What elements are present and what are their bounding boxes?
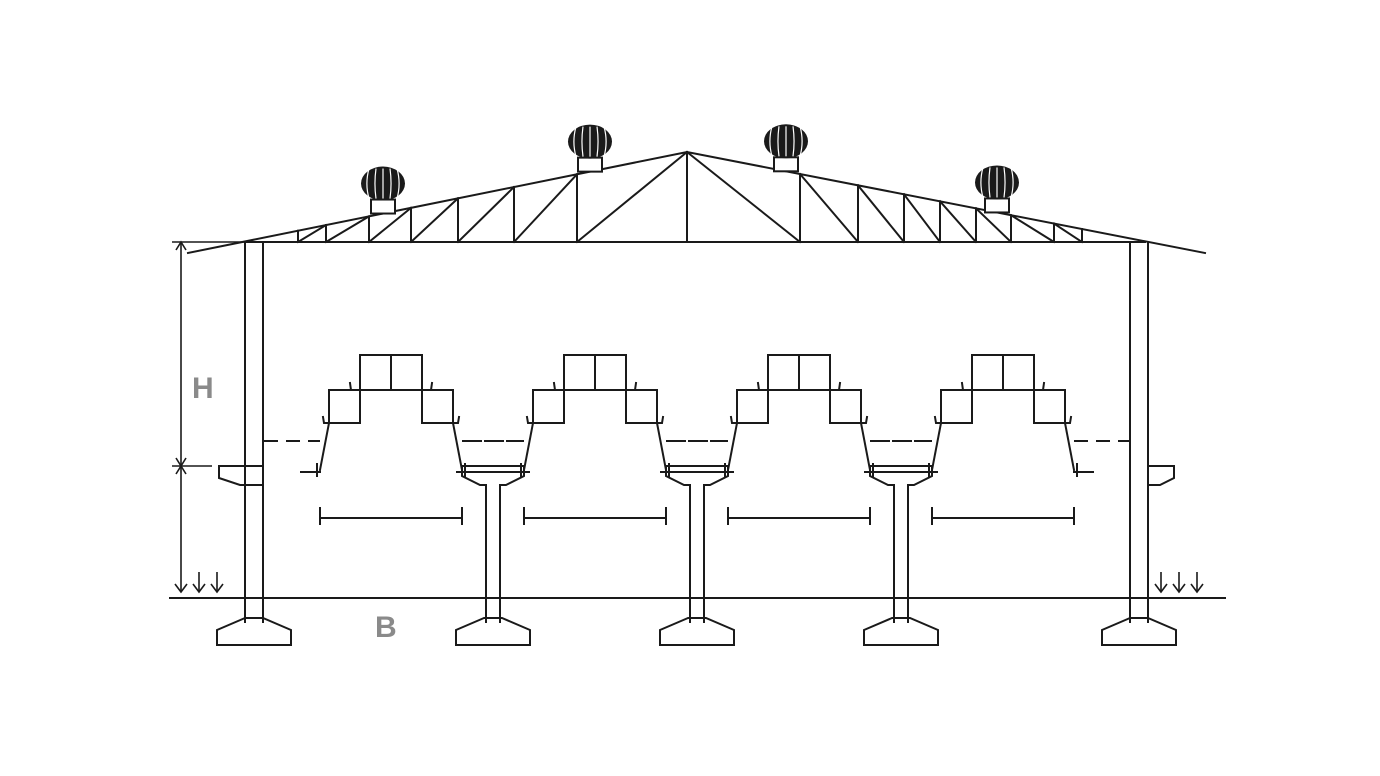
truss-diagonal (1052, 222, 1084, 244)
cage-unit (672, 354, 926, 525)
height-label: H (192, 372, 214, 405)
feed-supports (456, 465, 938, 623)
ventilator-icon (975, 165, 1019, 214)
ventilator-icon (764, 124, 808, 173)
footing (659, 617, 735, 646)
truss-diagonal (324, 214, 371, 244)
ventilator-icon (568, 124, 612, 173)
footing (455, 617, 531, 646)
cage-unit (876, 354, 1130, 525)
truss-diagonal (367, 206, 413, 244)
down-arrow-icon (1154, 572, 1168, 594)
roof-ventilators (361, 124, 1019, 215)
truss-diagonal (938, 199, 978, 244)
left-column (218, 241, 264, 623)
footing (1101, 617, 1177, 646)
down-arrow-icon (1172, 572, 1186, 594)
cage-unit (468, 354, 722, 525)
truss-diagonal (1009, 213, 1056, 244)
footing (863, 617, 939, 646)
truss-diagonal (296, 223, 328, 244)
feed-support (864, 465, 938, 623)
roof-truss (186, 150, 1207, 255)
ventilator-icon (361, 166, 405, 215)
height-dimension (172, 240, 245, 594)
ground-arrows-right (1154, 572, 1204, 594)
truss-diagonal (974, 206, 1013, 244)
footings (216, 617, 1177, 646)
right-column (1129, 241, 1175, 623)
truss-diagonal (856, 183, 906, 244)
feed-support (660, 465, 734, 623)
truss-diagonal (685, 150, 802, 244)
width-label: B (375, 611, 397, 644)
truss-diagonal (798, 172, 860, 244)
cage-units (264, 354, 1130, 525)
truss-diagonal (512, 172, 579, 244)
cage-unit (264, 354, 518, 525)
truss-diagonal (902, 192, 942, 244)
down-arrow-icon (210, 572, 224, 594)
down-arrow-icon (192, 572, 206, 594)
feed-support (456, 465, 530, 623)
down-arrow-icon (1190, 572, 1204, 594)
footing (216, 617, 292, 646)
truss-diagonal (575, 150, 689, 244)
truss-diagonal (456, 185, 516, 244)
truss-diagonal (409, 196, 460, 244)
ground-arrows-left (192, 572, 224, 594)
